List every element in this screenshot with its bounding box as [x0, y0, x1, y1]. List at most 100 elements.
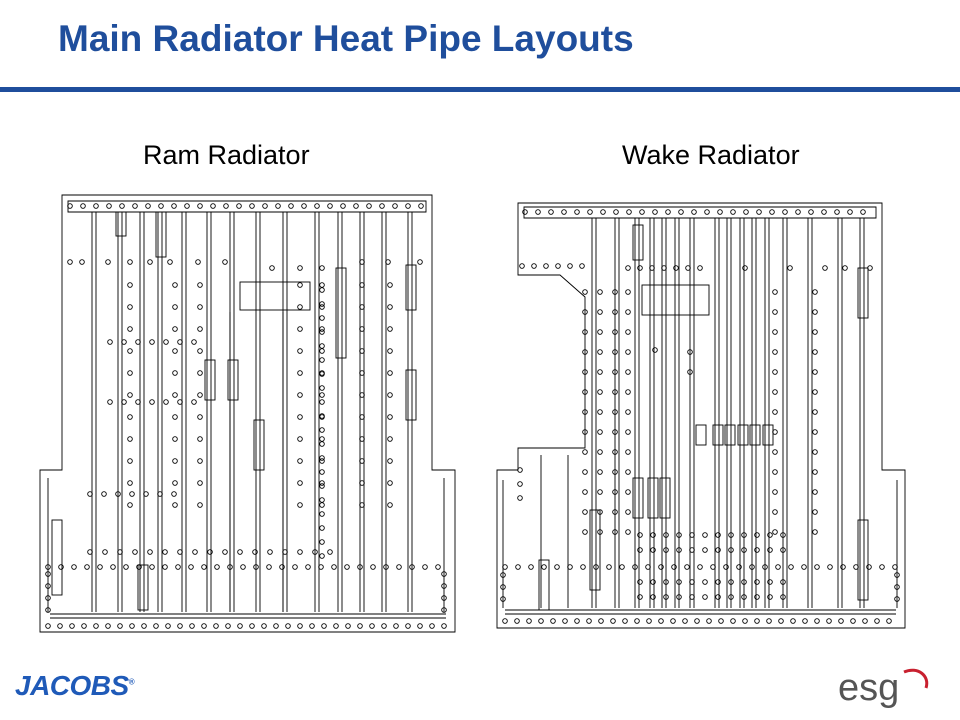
wake-hole	[597, 369, 603, 375]
wake-hole	[597, 509, 603, 515]
wake-hole	[894, 584, 900, 590]
ram-hole	[297, 436, 303, 442]
ram-hole	[319, 287, 325, 293]
ram-hole	[319, 413, 325, 419]
ram-radiator-outline	[39, 194, 456, 633]
ram-pipe-evaporator	[51, 519, 63, 596]
ram-hole	[207, 549, 213, 555]
ram-hole	[387, 502, 393, 508]
ram-hole	[105, 623, 111, 629]
ram-hole	[172, 326, 178, 332]
wake-pipe-evaporator	[589, 509, 601, 591]
ram-hole	[172, 370, 178, 376]
wake-hole	[625, 329, 631, 335]
wake-hole	[562, 618, 568, 624]
wake-pipe-evaporator	[659, 477, 671, 519]
ram-hole	[121, 339, 127, 345]
wake-hole	[772, 349, 778, 355]
ram-hole	[288, 203, 294, 209]
ram-hole	[167, 259, 173, 265]
ram-hole	[197, 370, 203, 376]
ram-hole	[45, 623, 51, 629]
wake-hole	[500, 572, 506, 578]
wake-hole	[663, 579, 669, 585]
wake-hole	[812, 309, 818, 315]
wake-hole	[526, 618, 532, 624]
ram-hole	[333, 623, 339, 629]
ram-hole	[115, 491, 121, 497]
wake-hole	[637, 265, 643, 271]
wake-hole	[850, 618, 856, 624]
wake-hole	[612, 389, 618, 395]
ram-hole	[387, 436, 393, 442]
wake-hole	[514, 618, 520, 624]
ram-hole	[359, 392, 365, 398]
ram-hole	[158, 203, 164, 209]
wake-hole	[741, 579, 747, 585]
wake-hole	[550, 618, 556, 624]
wake-hole	[689, 532, 695, 538]
ram-hole	[279, 564, 285, 570]
wake-hole	[548, 209, 554, 215]
ram-hole	[435, 564, 441, 570]
ram-hole	[319, 497, 325, 503]
wake-hole	[782, 209, 788, 215]
wake-hole	[772, 389, 778, 395]
ram-hole	[292, 564, 298, 570]
ram-pipe-evaporator	[115, 211, 127, 237]
ram-hole	[192, 549, 198, 555]
wake-hole	[795, 209, 801, 215]
wake-hole	[610, 618, 616, 624]
ram-hole	[225, 623, 231, 629]
ram-hole	[301, 203, 307, 209]
wake-hole	[625, 389, 631, 395]
wake-hole	[772, 429, 778, 435]
wake-hole	[788, 564, 794, 570]
ram-hole	[172, 480, 178, 486]
wake-hole	[612, 529, 618, 535]
wake-hole	[597, 289, 603, 295]
wake-hole	[597, 409, 603, 415]
wake-hole	[650, 532, 656, 538]
wake-hole	[531, 263, 537, 269]
wake-hole	[812, 369, 818, 375]
ram-hole	[387, 370, 393, 376]
wake-hole	[650, 579, 656, 585]
wake-hole	[574, 209, 580, 215]
ram-hole	[297, 326, 303, 332]
ram-hole	[222, 259, 228, 265]
ram-hole	[253, 564, 259, 570]
ram-hole	[319, 427, 325, 433]
wake-hole	[742, 265, 748, 271]
ram-hole	[441, 623, 447, 629]
wake-radiator-outline	[496, 202, 906, 629]
ram-hole	[297, 282, 303, 288]
ram-hole	[309, 623, 315, 629]
ram-hole	[321, 623, 327, 629]
ram-hole	[127, 326, 133, 332]
wake-hole	[847, 209, 853, 215]
ram-hole	[45, 583, 51, 589]
wake-hole	[694, 618, 700, 624]
ram-hole	[393, 623, 399, 629]
wake-hole	[650, 547, 656, 553]
wake-hole	[775, 564, 781, 570]
wake-hole	[517, 481, 523, 487]
ram-hole	[319, 326, 325, 332]
ram-top-manifold	[67, 200, 427, 213]
ram-hole	[359, 436, 365, 442]
wake-hole	[612, 429, 618, 435]
ram-hole	[129, 623, 135, 629]
wake-hole	[826, 618, 832, 624]
ram-hole	[297, 392, 303, 398]
wake-hole	[625, 309, 631, 315]
wake-hole	[767, 547, 773, 553]
ram-hole	[359, 282, 365, 288]
ram-hole	[171, 203, 177, 209]
wake-hole	[676, 594, 682, 600]
ram-hole	[319, 511, 325, 517]
wake-hole	[586, 618, 592, 624]
ram-hole	[345, 623, 351, 629]
wake-hole	[742, 618, 748, 624]
wake-hole	[772, 469, 778, 475]
